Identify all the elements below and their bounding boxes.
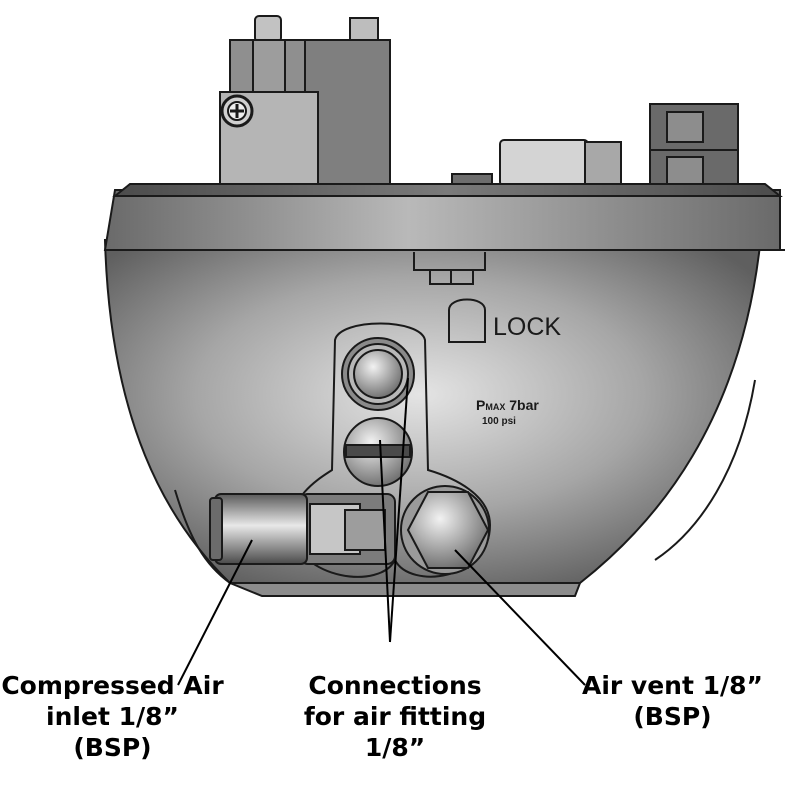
leader-lines xyxy=(177,377,586,686)
compressed-air-inlet-fitting xyxy=(209,493,396,565)
lock-notch xyxy=(413,252,486,285)
callout-connections-line-2: for air fitting xyxy=(303,702,487,731)
solenoid-block xyxy=(219,15,391,186)
pressure-rating-max: PMAX 7bar xyxy=(476,397,539,413)
screw-icon xyxy=(220,94,254,128)
lock-icon xyxy=(448,298,486,343)
callout-vent-line-2: (BSP) xyxy=(633,702,712,731)
pressure-rating-psi: 100 psi xyxy=(482,416,516,427)
callout-air-vent: Air vent 1/8” (BSP) xyxy=(560,670,785,732)
air-vent-plug xyxy=(400,485,490,575)
callout-inlet-line-1: Compressed Air xyxy=(1,671,224,700)
terminal-block xyxy=(649,103,739,187)
lock-label: LOCK xyxy=(493,313,561,341)
air-fitting-connection-lower xyxy=(343,417,413,487)
callout-vent-line-1: Air vent 1/8” xyxy=(581,671,763,700)
callout-connections-line-1: Connections xyxy=(308,671,482,700)
callout-connections-line-3: 1/8” xyxy=(364,733,426,762)
callout-compressed-air-inlet: Compressed Air inlet 1/8” (BSP) xyxy=(0,670,225,763)
connector-block xyxy=(451,139,622,187)
callout-inlet-line-3: (BSP) xyxy=(73,733,152,762)
callout-connections: Connections for air fitting 1/8” xyxy=(290,670,500,763)
air-fitting-connection-upper xyxy=(341,337,415,411)
callout-inlet-line-2: inlet 1/8” xyxy=(46,702,179,731)
